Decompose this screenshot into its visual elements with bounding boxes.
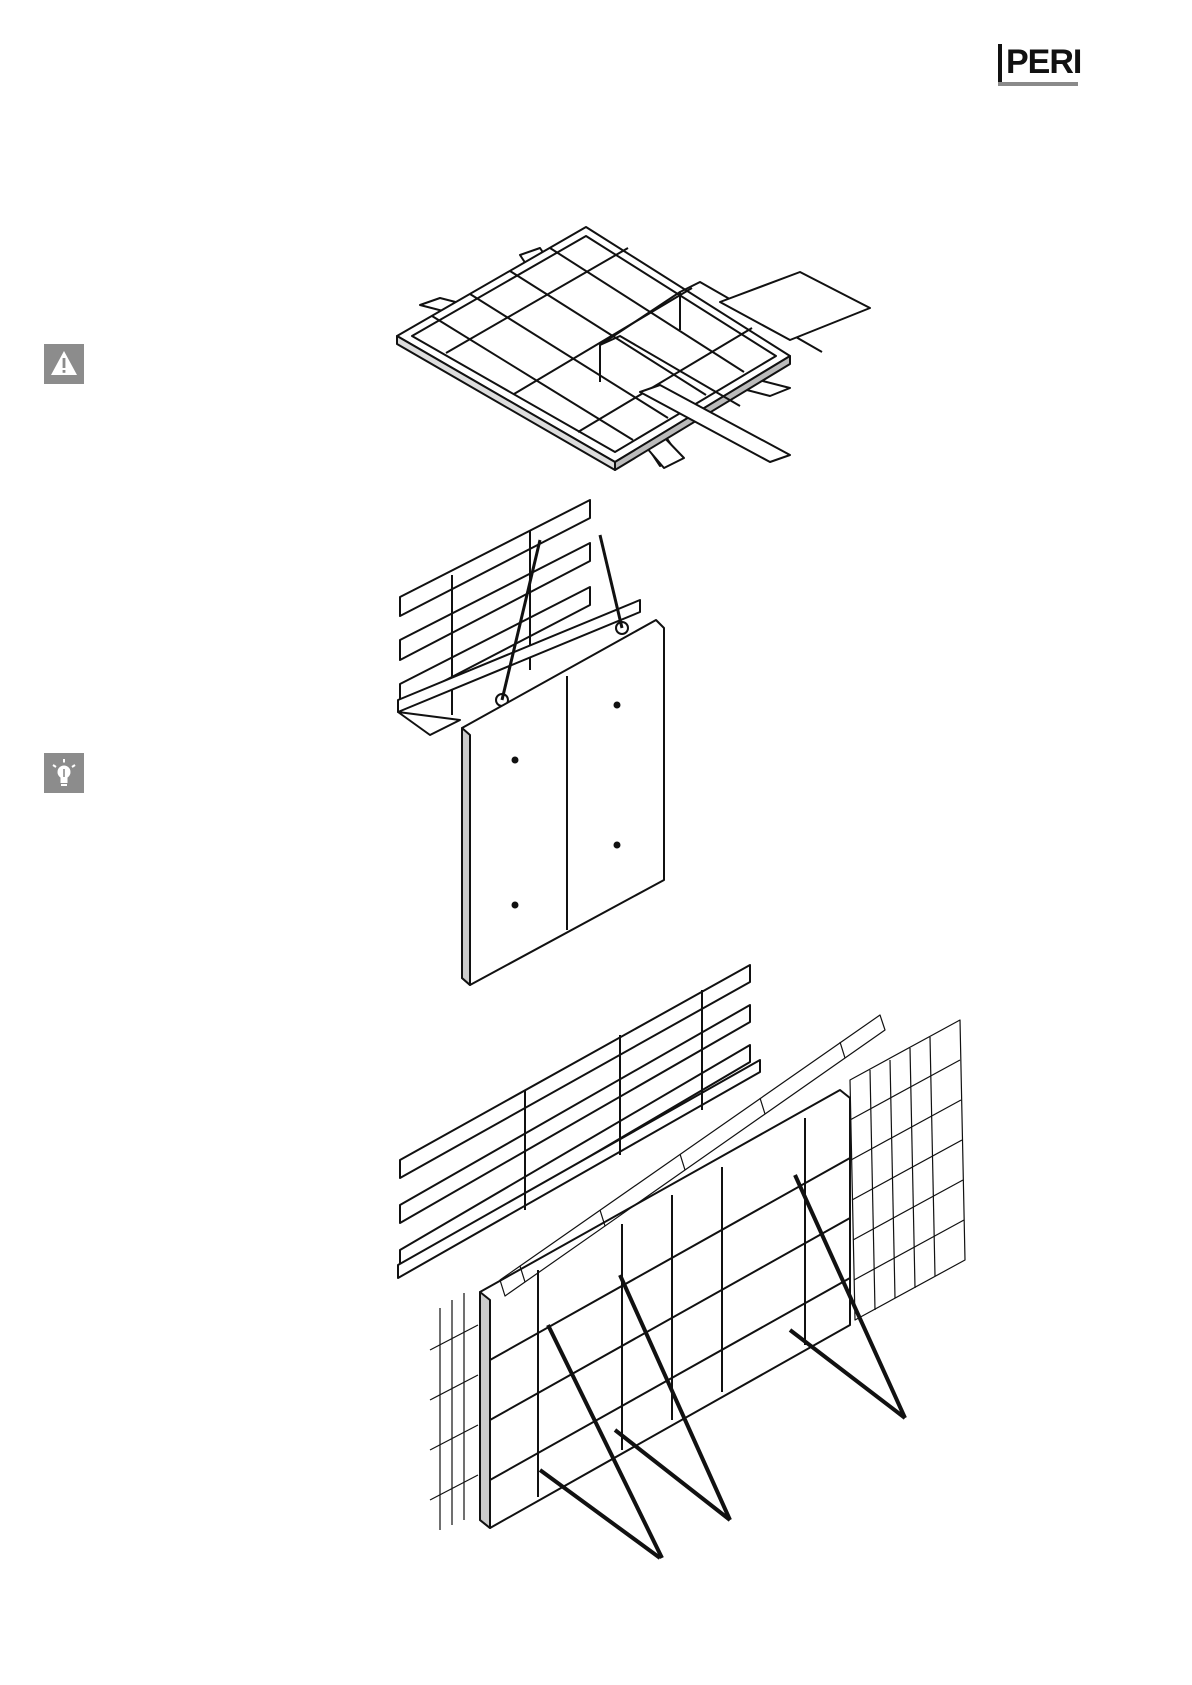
rebar-mesh-left [430, 1293, 478, 1530]
rebar-mesh-right [850, 1020, 965, 1320]
panel-assembled [480, 1090, 850, 1528]
